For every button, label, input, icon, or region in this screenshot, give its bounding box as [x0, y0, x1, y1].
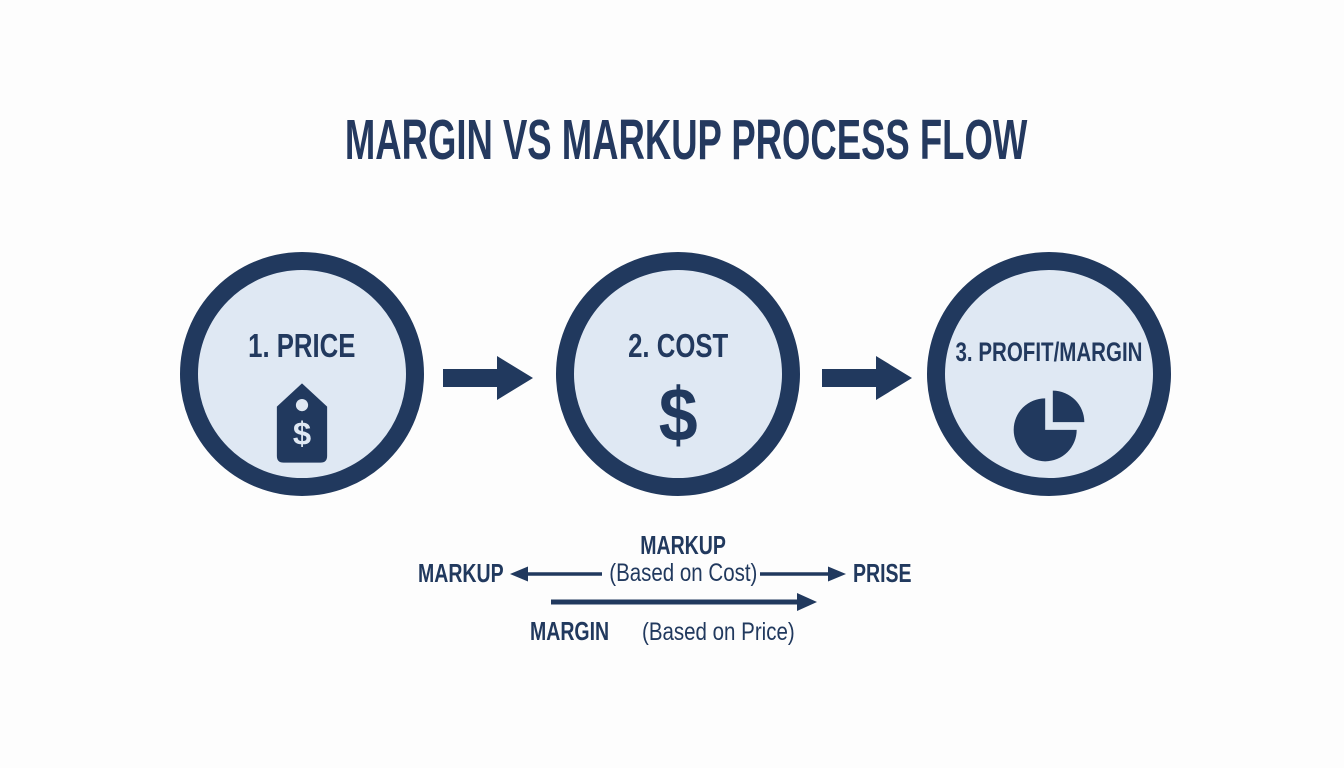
- cost-to-profit-arrow: [822, 356, 912, 400]
- markup-center-title: MARKUP: [640, 530, 727, 560]
- margin-bold-label: MARGIN: [530, 616, 610, 646]
- page-title: MARGIN VS MARKUP PROCESS FLOW: [344, 108, 1028, 172]
- step-label-cost: 2. COST: [627, 327, 729, 364]
- step-label-price: 1. PRICE: [248, 327, 356, 364]
- dollar-sign-icon: $: [658, 373, 698, 458]
- price-to-cost-arrow: [443, 356, 533, 400]
- margin-rest-label: (Based on Price): [641, 618, 795, 646]
- markup-left-label: MARKUP: [418, 558, 504, 588]
- step-circle-price: 1. PRICE $: [180, 252, 424, 496]
- pie-chart-icon: [1013, 390, 1085, 462]
- markup-center-subtitle-wrap: (Based on Cost): [23, 559, 1344, 587]
- step-label-profit-margin: 3. PROFIT/MARGIN: [955, 337, 1143, 367]
- markup-left-arrow-icon: [510, 566, 602, 582]
- prise-label-wrap: PRISE: [853, 559, 931, 587]
- step-circle-profit-margin: 3. PROFIT/MARGIN: [927, 252, 1171, 496]
- markup-left-label-wrap: MARKUP: [418, 559, 532, 587]
- markup-center-title-wrap: MARKUP: [23, 531, 1344, 559]
- tag-dollar-glyph: $: [293, 414, 311, 451]
- markup-center-subtitle: (Based on Cost): [609, 559, 758, 587]
- markup-right-arrow-icon: [760, 566, 846, 582]
- margin-label-wrap: MARGIN (Based on Price): [14, 617, 1344, 646]
- step-circle-cost: 2. COST $: [556, 252, 800, 496]
- title-row: MARGIN VS MARKUP PROCESS FLOW: [14, 112, 1344, 169]
- prise-label: PRISE: [853, 558, 912, 588]
- price-tag-icon: $: [276, 383, 328, 463]
- margin-arrow-icon: [551, 593, 817, 611]
